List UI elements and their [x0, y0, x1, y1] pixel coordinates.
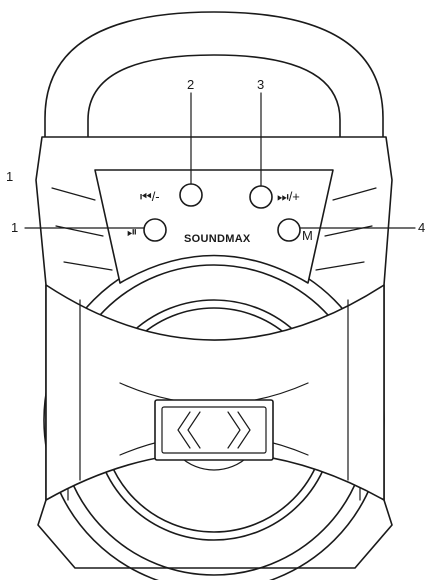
mode-button[interactable]	[277, 218, 301, 242]
prev-volume-down-button[interactable]	[179, 183, 203, 207]
center-badge	[154, 399, 274, 461]
callout-next: 3	[257, 77, 264, 92]
carry-handle	[44, 11, 384, 139]
prev-button-label: ⏮/-	[140, 189, 160, 204]
brand-logo-text: SOUNDMAX	[184, 233, 251, 245]
callout-play: 1	[11, 220, 18, 235]
next-volume-up-button[interactable]	[249, 185, 273, 209]
control-panel	[94, 169, 334, 284]
front-band	[45, 284, 385, 501]
mode-button-label: M	[302, 228, 313, 243]
play-button-label: ⏯	[127, 224, 137, 239]
callout-mode: 4	[418, 220, 425, 235]
play-pause-button[interactable]	[143, 218, 167, 242]
next-button-label: ⏭/+	[277, 189, 300, 204]
callout-top-left: 1	[6, 169, 13, 184]
callout-prev: 2	[187, 77, 194, 92]
upper-side-slats	[51, 187, 377, 271]
callout-lines	[24, 92, 416, 229]
